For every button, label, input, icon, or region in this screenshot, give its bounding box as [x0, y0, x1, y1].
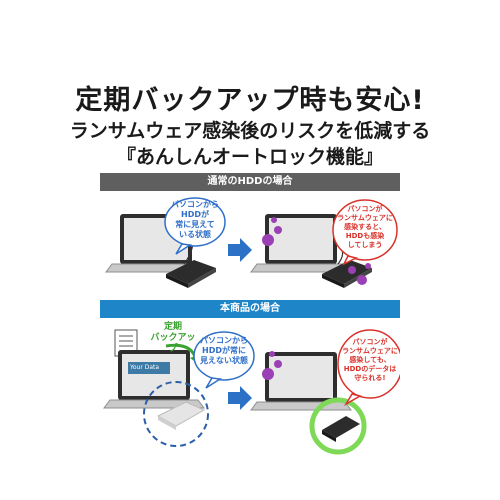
virus-icon: [262, 351, 282, 380]
bubble-right-text: パソコンが ランサムウェアに 感染すると、 HDDも感染 してしまう: [337, 205, 393, 249]
section-product-header: 本商品の場合: [100, 300, 400, 318]
speech-bubble-right: [337, 329, 400, 407]
laptop-infected-icon: [250, 214, 352, 273]
hdd-protected-icon: [322, 416, 360, 442]
protected-hdd-circle: [309, 397, 367, 455]
arrow-right-icon: [228, 238, 252, 262]
bubble-left-text: パソコンから HDDが 常に見えて いる状態: [171, 200, 219, 239]
laptop-icon: [103, 350, 205, 409]
bubble-right-text: パソコンが ランサムウェアに 感染しても、 HDDのデータは 守られる!: [342, 338, 398, 382]
bubble-left-text: パソコンから HDDが常に 見えない状態: [200, 336, 248, 365]
screen-data-panel: [128, 362, 170, 374]
section-normal-illustration: [105, 197, 398, 288]
headline-subtitle: ランサムウェア感染後のリスクを低減する: [69, 120, 431, 142]
hidden-hdd-circle: [143, 381, 209, 447]
section-normal-header: 通常のHDDの場合: [100, 173, 400, 191]
section-product-illustration: [103, 329, 400, 455]
backup-label: 定期 バックアップ: [150, 322, 196, 354]
headline-feature-name: 『あんしんオートロック機能』: [116, 146, 383, 168]
speech-bubble-left: [193, 331, 255, 389]
speech-bubble-right: [332, 199, 398, 266]
hdd-hidden-icon: [156, 401, 206, 430]
headline-title: 定期バックアップ時も安心!: [75, 85, 425, 116]
arrow-right-icon: [228, 386, 252, 410]
screen-data-label: Your Data: [130, 364, 160, 371]
virus-icon: [262, 217, 371, 285]
speech-bubble-left: [164, 197, 226, 255]
